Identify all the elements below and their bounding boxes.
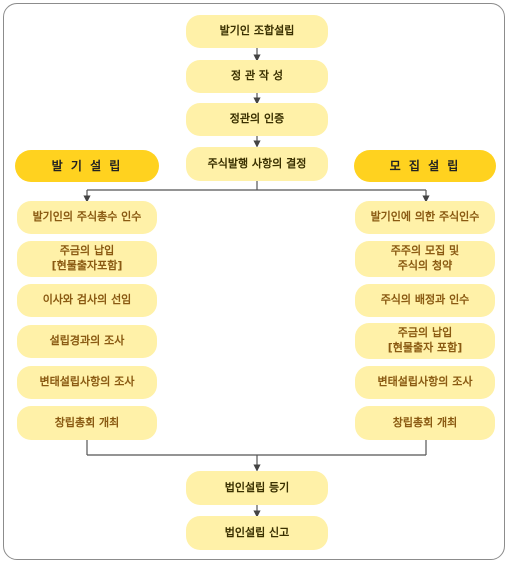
left-step-1: 발기인의 주식총수 인수: [17, 201, 157, 234]
left-step-3: 이사와 검사의 선임: [17, 284, 157, 317]
right-header: 모 집 설 립: [354, 150, 496, 182]
step-corporate-report: 법인설립 신고: [186, 516, 328, 550]
right-step-1: 발기인에 의한 주식인수: [355, 201, 495, 234]
step-corporate-registration: 법인설립 등기: [186, 471, 328, 505]
right-step-2: 주주의 모집 및 주식의 청약: [355, 241, 495, 277]
right-step-5: 변태설립사항의 조사: [355, 366, 495, 399]
right-step-6: 창립총회 개최: [355, 406, 495, 440]
step-organize-promoters: 발기인 조합설립: [186, 15, 328, 48]
step-draft-articles: 정 관 작 성: [186, 60, 328, 93]
step-decide-share-issue: 주식발행 사항의 결정: [186, 147, 328, 181]
left-step-4: 설립경과의 조사: [17, 325, 157, 358]
outer-frame: [3, 3, 505, 560]
left-header: 발 기 설 립: [15, 150, 159, 182]
left-step-2: 주금의 납입 [현물출자포함]: [17, 241, 157, 277]
left-step-6: 창립총회 개최: [17, 406, 157, 440]
step-notarize-articles: 정관의 인증: [186, 103, 328, 136]
left-step-5: 변태설립사항의 조사: [17, 366, 157, 399]
right-step-4: 주금의 납입 [현물출자 포함]: [355, 323, 495, 359]
right-step-3: 주식의 배정과 인수: [355, 284, 495, 317]
